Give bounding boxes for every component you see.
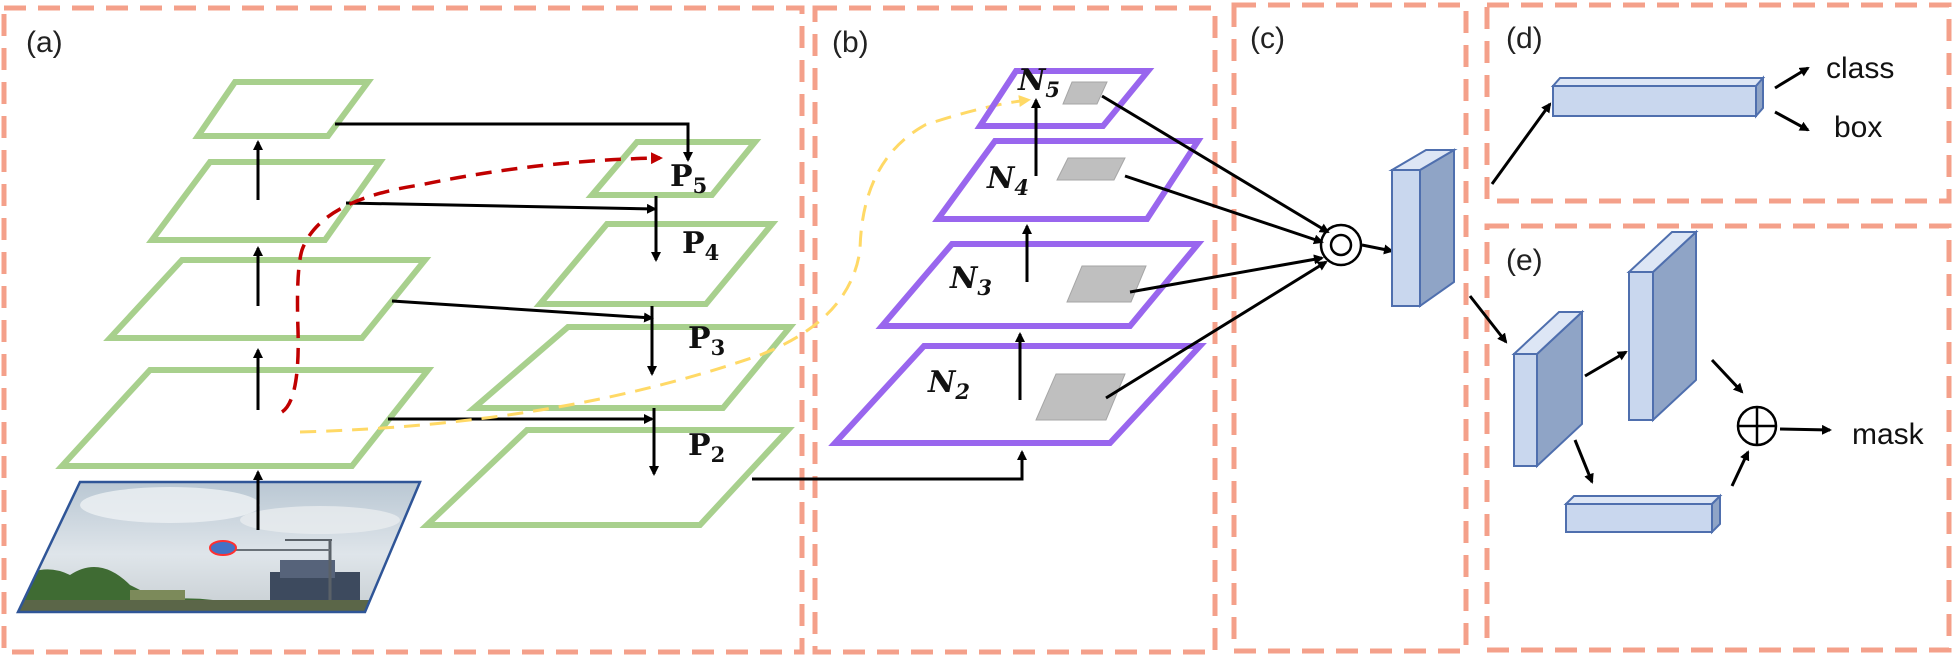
circle-pool-icon: [1319, 223, 1363, 267]
panel-c-border: [1231, 2, 1469, 654]
panel-label-b: (b): [832, 26, 869, 59]
input-image: [16, 480, 422, 614]
backbone-pyramid: [55, 79, 435, 469]
panel-label-d: (d): [1506, 22, 1543, 55]
panel-a-border: [1, 5, 805, 655]
panel-d-border: [1484, 2, 1952, 204]
fpn-label-p3: P3: [688, 321, 725, 360]
roi-patch-n5: [1062, 81, 1108, 105]
roi-patch-n4: [1056, 157, 1126, 181]
panel-label-a: (a): [26, 26, 63, 59]
roi-patches: [1035, 81, 1147, 421]
mask-arrow-2: [1573, 439, 1594, 484]
fpn-plane-p5: [585, 139, 762, 198]
panel-b-border: [812, 5, 1218, 655]
fused-feature-block: [1388, 148, 1458, 308]
backbone-plane-c5: [192, 79, 374, 139]
pan-pyramid: [828, 68, 1207, 446]
to-mask-branch-arrow: [1468, 295, 1508, 344]
fpn-pyramid: [419, 139, 797, 528]
mask-output-label: mask: [1852, 418, 1925, 451]
fpn-label-p4: P4: [682, 226, 719, 265]
bottom-up-arrows-b: [752, 98, 1041, 481]
panel-label-e: (e): [1506, 244, 1543, 277]
roi-patch-n2: [1035, 373, 1126, 421]
fpn-plane-p3: [465, 324, 797, 411]
pan-label-n5: N5: [1017, 63, 1060, 102]
top-down-arrows: [647, 196, 661, 476]
red-dashed-path: [280, 152, 663, 414]
mask-conv-block-1: [1511, 309, 1585, 469]
box-output-label: box: [1834, 111, 1882, 144]
pan-label-n4: N4: [986, 161, 1029, 200]
circle-plus-icon: [1736, 405, 1778, 447]
fc-block: [1550, 75, 1766, 119]
fc-output-arrows: [1774, 66, 1810, 132]
fpn-plane-p4: [533, 221, 779, 307]
yellow-dashed-path: [299, 95, 1031, 434]
roi-patch-n3: [1066, 265, 1147, 303]
backbone-plane-c2: [55, 367, 435, 469]
lateral-arrows: [335, 122, 693, 424]
pan-label-n3: N3: [949, 261, 992, 300]
backbone-plane-c3: [103, 257, 432, 341]
mask-arrow-4: [1730, 450, 1750, 487]
pan-plane-n4: [932, 138, 1204, 222]
pooling-arrows: [1101, 94, 1330, 400]
fusion-to-feature-arrow: [1361, 243, 1394, 255]
panel-label-c: (c): [1250, 22, 1285, 55]
pan-plane-n5: [974, 68, 1155, 129]
target-object-marker: [209, 540, 237, 556]
mask-fc-block: [1563, 493, 1723, 535]
mask-arrow-1: [1584, 350, 1628, 378]
fpn-label-p2: P2: [688, 428, 725, 467]
backbone-plane-c4: [146, 159, 386, 243]
pan-plane-n2: [828, 343, 1207, 446]
fpn-plane-p2: [419, 427, 795, 528]
to-box-branch-arrow: [1490, 102, 1552, 185]
pan-plane-n3: [875, 241, 1205, 329]
mask-arrow-3: [1710, 358, 1744, 394]
pan-label-n2: N2: [927, 365, 970, 404]
class-output-label: class: [1826, 52, 1894, 85]
mask-conv-block-2: [1626, 229, 1699, 423]
fpn-label-p5: P5: [670, 159, 707, 198]
mask-output-arrow: [1779, 424, 1832, 435]
